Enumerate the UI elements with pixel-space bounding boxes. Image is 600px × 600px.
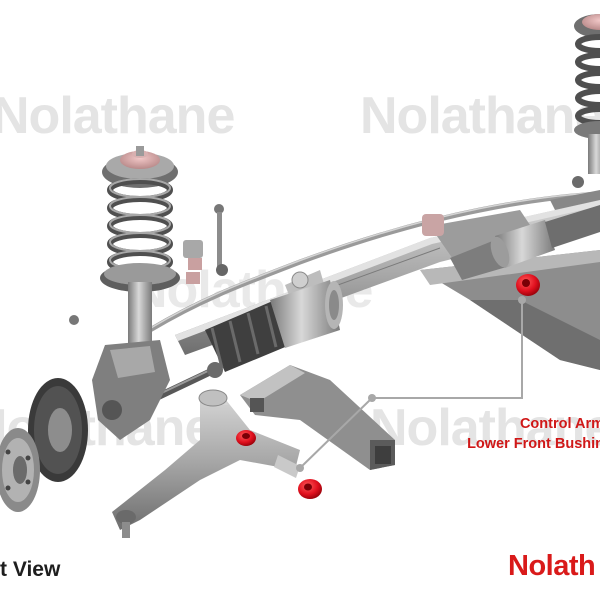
watermark-logo: Nolathane (370, 399, 600, 457)
subframe-beam (240, 365, 395, 470)
strut-right (572, 14, 600, 188)
sway-bar-link (69, 204, 228, 325)
brand-logo: Nolath (508, 550, 596, 582)
lower-control-arm (112, 389, 300, 538)
watermark-logo: Nolathane (0, 87, 235, 145)
strut-left (92, 146, 180, 440)
control-arm-bushing-rear (516, 274, 540, 296)
callout-label: Control Arm Lower Front Bushin (444, 414, 600, 454)
callout-line-1: Control Arm (519, 416, 600, 432)
callout-leader-lines (296, 296, 526, 472)
sway-bar (148, 191, 600, 333)
control-arm-bushing-front-outer (298, 479, 322, 499)
wheel-hub (0, 428, 40, 512)
view-label: t View (0, 558, 61, 581)
tie-rod-right (450, 190, 600, 280)
crossmember-rear (420, 250, 600, 370)
brake-rotor (28, 378, 88, 482)
watermark-logo: Nolathane (360, 87, 600, 145)
callout-line-2: Lower Front Bushin (467, 436, 600, 452)
control-arm-bushing-front (236, 430, 256, 446)
